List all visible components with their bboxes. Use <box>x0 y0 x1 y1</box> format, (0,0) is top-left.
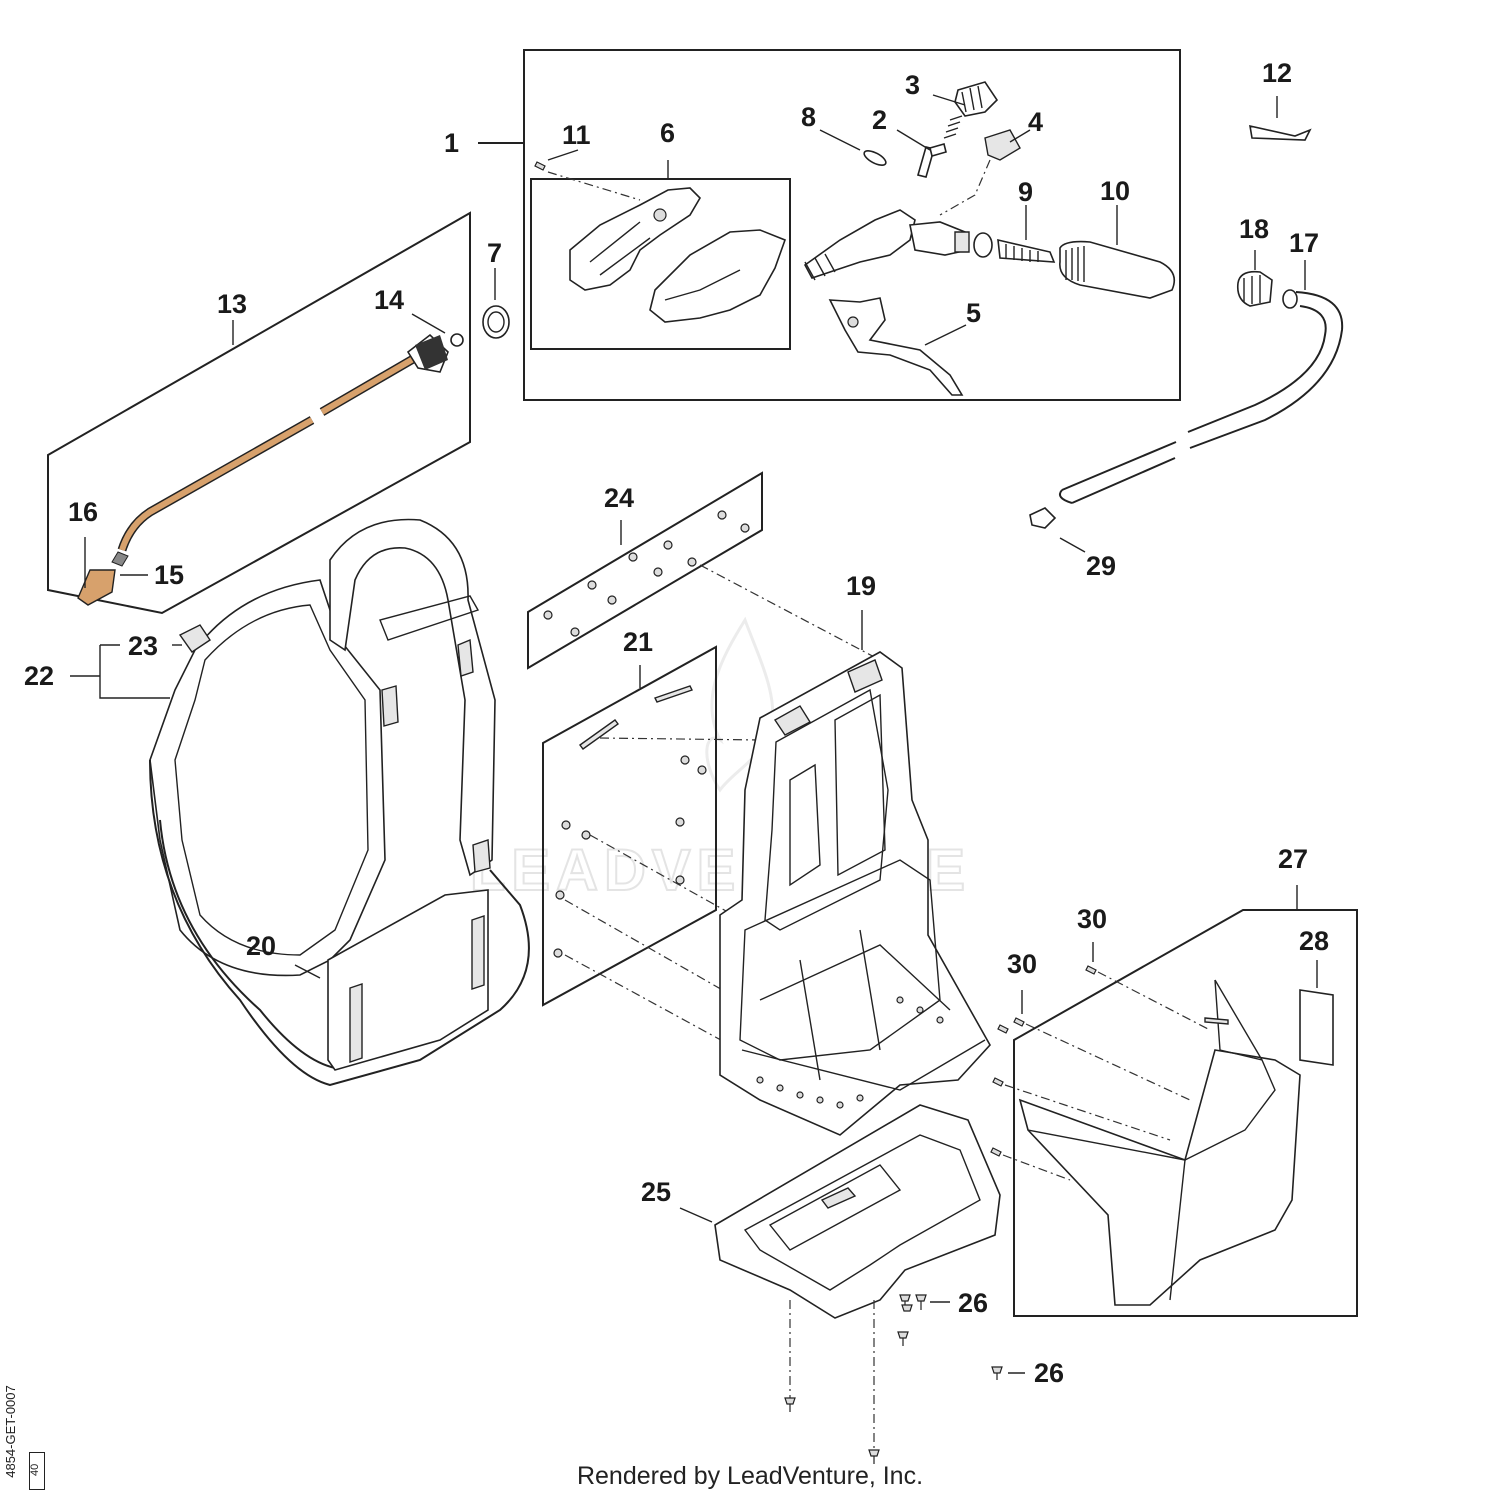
handle-assembly-group <box>478 49 1181 401</box>
leader-lines-top <box>547 94 1118 346</box>
callout-30b: 30 <box>1007 949 1037 979</box>
seal-7 <box>482 268 510 339</box>
callout-3: 3 <box>905 70 920 100</box>
callout-14: 14 <box>374 285 404 315</box>
callout-labels: 1 2 3 4 5 6 7 8 9 10 11 12 13 14 15 16 1… <box>24 58 1329 1388</box>
callout-1: 1 <box>444 128 459 158</box>
hose-group <box>1029 250 1344 553</box>
callout-6: 6 <box>660 118 675 148</box>
callout-8: 8 <box>801 102 816 132</box>
backpack-harness <box>70 518 530 1087</box>
callout-7: 7 <box>487 238 502 268</box>
callout-18: 18 <box>1239 214 1269 244</box>
callout-9: 9 <box>1018 177 1033 207</box>
callout-2: 2 <box>872 105 887 135</box>
callout-25: 25 <box>641 1177 671 1207</box>
drawing-revision-box: 40 <box>29 1452 45 1490</box>
callout-26a: 26 <box>958 1288 988 1318</box>
footer-credit: Rendered by LeadVenture, Inc. <box>576 1462 924 1490</box>
frame-19 <box>719 610 991 1136</box>
callout-5: 5 <box>966 298 981 328</box>
callout-24: 24 <box>604 483 634 513</box>
callout-27: 27 <box>1278 844 1308 874</box>
callout-21: 21 <box>623 627 653 657</box>
callout-16: 16 <box>68 497 98 527</box>
callout-22: 22 <box>24 661 54 691</box>
callout-10: 10 <box>1100 176 1130 206</box>
callout-29: 29 <box>1086 551 1116 581</box>
callout-11: 11 <box>562 120 591 150</box>
callout-30a: 30 <box>1077 904 1107 934</box>
wand-group <box>47 211 471 615</box>
callout-13: 13 <box>217 289 247 319</box>
callout-23: 23 <box>128 631 158 661</box>
callout-20: 20 <box>246 931 276 961</box>
callout-4: 4 <box>1028 107 1043 137</box>
cover-group-27 <box>990 885 1358 1317</box>
tray-25 <box>679 1104 1001 1450</box>
drawing-code: 4854-GET-0007 40 <box>2 1380 45 1490</box>
callout-17: 17 <box>1289 228 1319 258</box>
callout-12: 12 <box>1262 58 1292 88</box>
hardware-panel-24 <box>527 471 881 670</box>
hardware-panel-21 <box>542 645 761 1046</box>
screws-26 <box>784 1294 1025 1464</box>
callout-28: 28 <box>1299 926 1329 956</box>
part-12 <box>1249 96 1312 141</box>
callout-19: 19 <box>846 571 876 601</box>
callout-26b: 26 <box>1034 1358 1064 1388</box>
callout-15: 15 <box>154 560 184 590</box>
